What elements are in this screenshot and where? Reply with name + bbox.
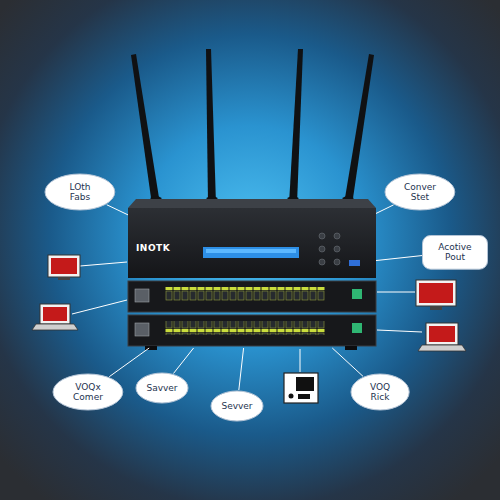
monitor-icon bbox=[48, 255, 80, 280]
button bbox=[334, 233, 340, 239]
device-slot bbox=[298, 394, 310, 399]
laptop-screen bbox=[43, 307, 67, 321]
button bbox=[319, 246, 325, 252]
monitor-screen bbox=[419, 283, 453, 303]
callout-text: LOth Fabs bbox=[58, 182, 102, 203]
monitor-stand bbox=[430, 306, 442, 310]
leader-line bbox=[300, 349, 301, 372]
monitor-stand bbox=[58, 277, 70, 280]
cloud-shape bbox=[45, 174, 115, 210]
display-glow bbox=[206, 249, 296, 253]
leader-line bbox=[377, 330, 422, 332]
device-body bbox=[284, 373, 318, 403]
brand-label: INOTK bbox=[136, 243, 170, 253]
cloud-shape bbox=[385, 174, 455, 210]
monitor-frame bbox=[48, 255, 80, 277]
leader-line bbox=[80, 262, 127, 266]
antenna bbox=[206, 49, 216, 204]
leader-connector bbox=[109, 348, 149, 377]
laptop-screen bbox=[429, 326, 455, 342]
cloud-callout: Conver Stet bbox=[384, 173, 456, 211]
leader-line bbox=[72, 300, 127, 314]
leader-line bbox=[377, 292, 415, 293]
leader-connector bbox=[239, 348, 244, 390]
cloud-shape bbox=[211, 391, 263, 421]
leader-connector bbox=[376, 256, 422, 261]
chassis-top bbox=[128, 199, 376, 208]
antenna bbox=[289, 49, 303, 204]
callout-text: Sevver bbox=[221, 401, 252, 411]
callout-text: Savver bbox=[146, 383, 177, 393]
button bbox=[319, 259, 325, 265]
leader-connector bbox=[173, 348, 193, 374]
callout-text: VOQ Rick bbox=[362, 382, 398, 403]
tag-shape bbox=[423, 235, 488, 269]
device-button bbox=[289, 394, 294, 399]
callout-text: Acotive Pout bbox=[431, 242, 479, 263]
cloud-callout: VOQx Comer bbox=[52, 373, 124, 411]
status-led bbox=[352, 323, 362, 333]
leader-lines bbox=[72, 262, 422, 372]
cloud-callout: Sevver bbox=[210, 390, 264, 422]
cloud-callout: LOth Fabs bbox=[44, 173, 116, 211]
switch-unit bbox=[128, 315, 376, 346]
port-row bbox=[165, 321, 325, 335]
cloud-callout: VOQ Rick bbox=[350, 373, 410, 411]
port-row bbox=[165, 287, 325, 301]
buttons bbox=[319, 233, 340, 265]
callout-text: VOQx Comer bbox=[66, 382, 110, 403]
chassis-front bbox=[128, 208, 376, 278]
laptop-base bbox=[418, 345, 466, 351]
device-icon bbox=[284, 373, 318, 403]
laptop-icon bbox=[32, 304, 78, 330]
tag-callout: Acotive Pout bbox=[422, 235, 488, 270]
cloud-callout: Savver bbox=[135, 372, 189, 404]
antenna bbox=[344, 54, 374, 205]
button bbox=[334, 246, 340, 252]
monitor-frame bbox=[416, 280, 456, 306]
router-unit: INOTK bbox=[128, 200, 376, 348]
callout-text: Conver Stet bbox=[398, 182, 442, 203]
cloud-shape bbox=[53, 374, 123, 410]
antennas bbox=[131, 49, 374, 205]
uplink-port bbox=[135, 289, 149, 302]
leader-connector bbox=[332, 348, 363, 376]
foot bbox=[345, 346, 357, 350]
usb-port bbox=[349, 260, 360, 266]
laptop-icon bbox=[418, 323, 466, 351]
cloud-shape bbox=[351, 374, 409, 410]
display-screen bbox=[203, 247, 299, 258]
button bbox=[319, 233, 325, 239]
laptop-lid bbox=[426, 323, 458, 345]
monitor-icon bbox=[416, 280, 456, 310]
laptop-base bbox=[32, 324, 78, 330]
button bbox=[334, 259, 340, 265]
leader-connector bbox=[376, 205, 394, 214]
cloud-shape bbox=[136, 373, 188, 403]
monitor-screen bbox=[51, 258, 77, 274]
leader-connector bbox=[107, 205, 128, 215]
uplink-port bbox=[135, 323, 149, 336]
laptop-lid bbox=[40, 304, 70, 324]
status-led bbox=[352, 289, 362, 299]
switch-unit bbox=[128, 281, 376, 312]
device-screen bbox=[296, 377, 314, 391]
antenna bbox=[131, 54, 160, 205]
